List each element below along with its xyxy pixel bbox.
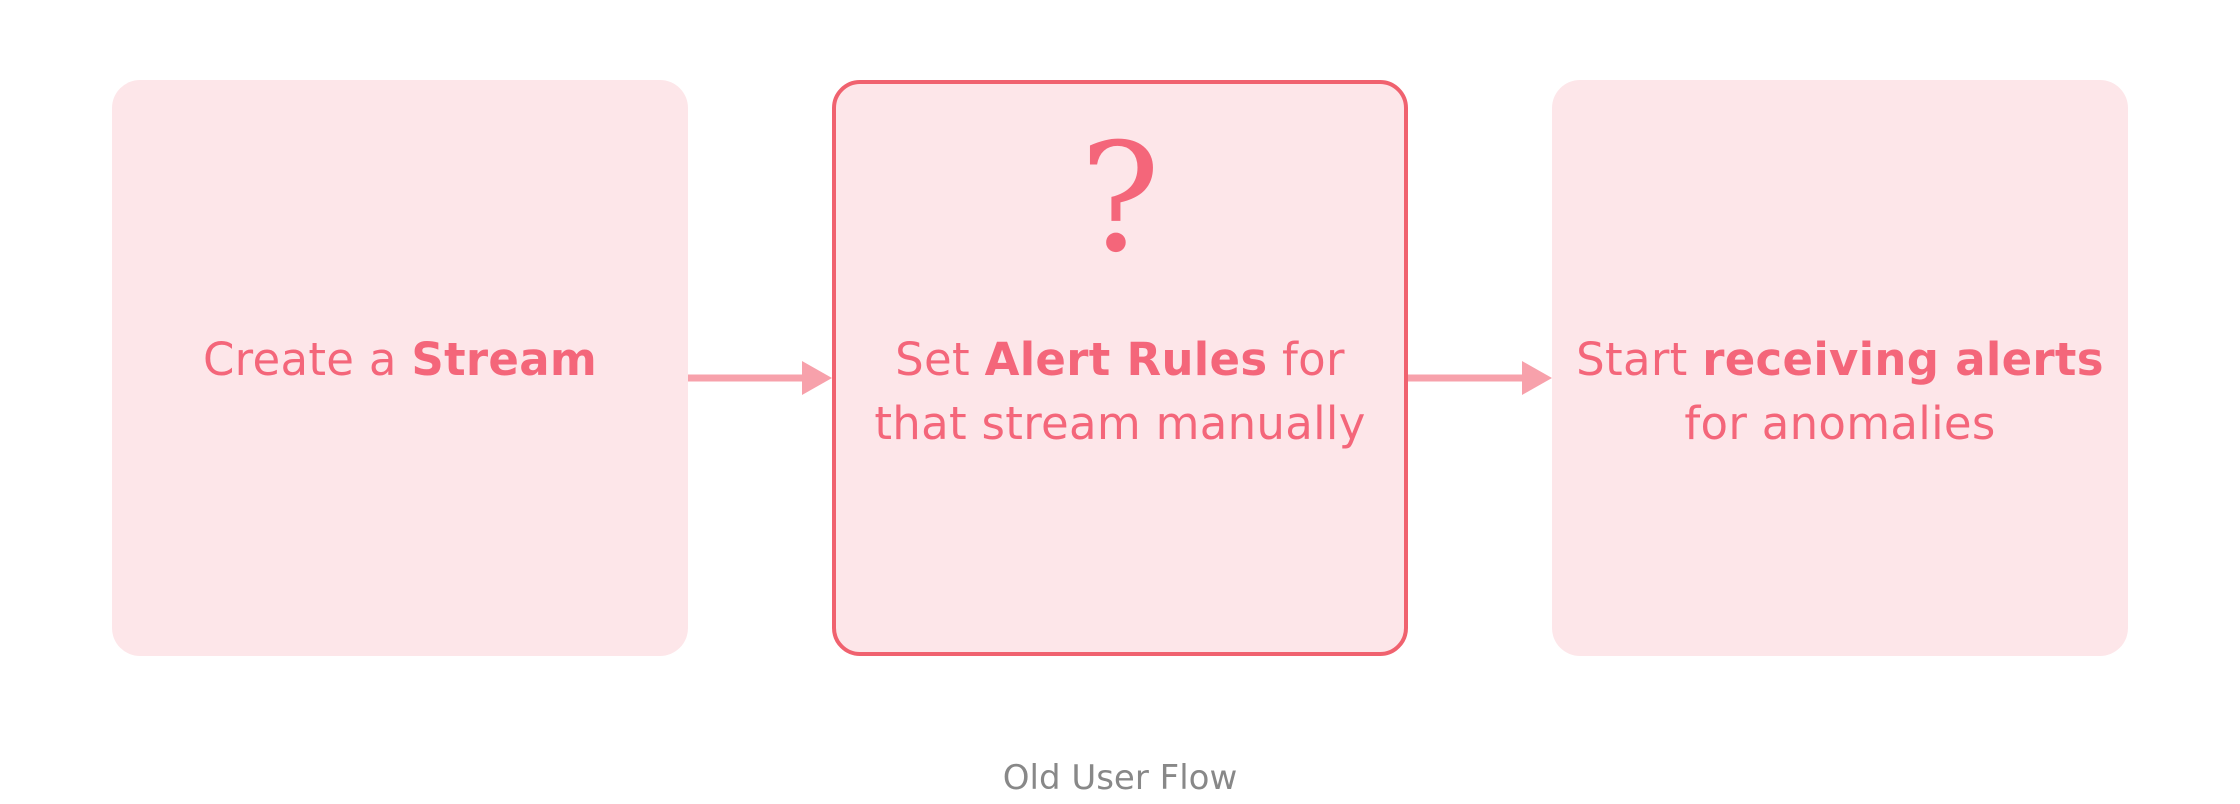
step-2-text: Set xyxy=(895,333,985,386)
step-3-text: Start xyxy=(1576,333,1703,386)
step-3-label: Start receiving alerts for anomalies xyxy=(1552,328,2128,456)
step-1-text: Create a xyxy=(202,333,412,386)
step-3-bold: receiving alerts xyxy=(1702,333,2104,386)
step-3-line2: for anomalies xyxy=(1684,397,1996,450)
step-2-bold: Alert Rules xyxy=(984,333,1268,386)
step-create-stream: Create a Stream xyxy=(112,80,688,656)
question-mark-icon: ? xyxy=(1079,112,1161,286)
step-2-label: Set Alert Rules for that stream manually xyxy=(836,328,1404,456)
step-2-line2: that stream manually xyxy=(874,397,1366,450)
step-set-alert-rules: ? Set Alert Rules for that stream manual… xyxy=(832,80,1408,656)
step-1-bold: Stream xyxy=(411,333,598,386)
step-1-label: Create a Stream xyxy=(112,328,688,392)
arrow-step1-to-step2 xyxy=(688,361,832,395)
arrow-step2-to-step3 xyxy=(1408,361,1552,395)
step-receive-alerts: Start receiving alerts for anomalies xyxy=(1552,80,2128,656)
diagram-caption: Old User Flow xyxy=(1002,758,1238,798)
step-2-text-after: for xyxy=(1267,333,1345,386)
